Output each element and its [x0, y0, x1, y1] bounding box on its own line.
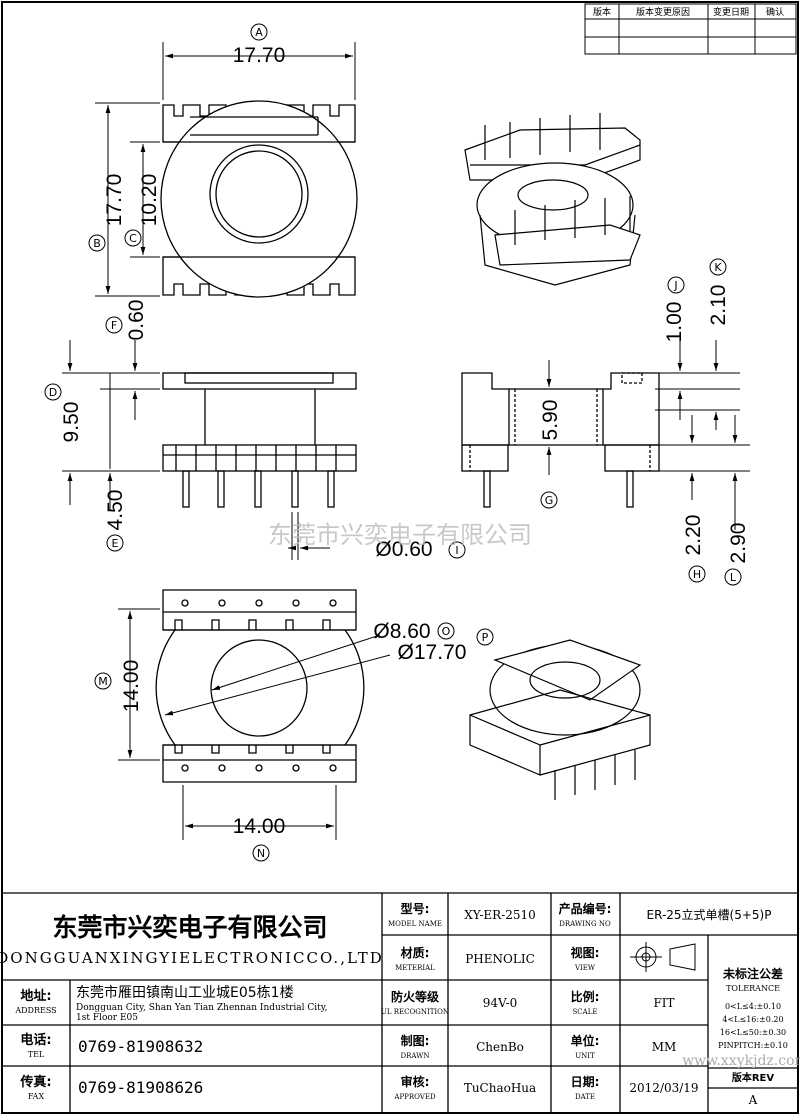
tolerance-row: PINPITCH:±0.10 [718, 1041, 788, 1050]
model-value: XY-ER-2510 [464, 908, 536, 922]
drawing-no-value: ER-25立式单槽(5+5)P [647, 907, 772, 922]
top-view [160, 100, 358, 298]
approved-label-cn: 审核: [401, 1074, 430, 1089]
tolerance-title-en: TOLERANCE [726, 984, 780, 993]
address-en-line1: Dongguan City, Shan Yan Tian Zhennan Ind… [76, 1003, 327, 1013]
dim-f-value: 0.60 [125, 300, 148, 341]
dim-m-value: 14.00 [120, 660, 143, 713]
scale-label-en: SCALE [573, 1008, 598, 1016]
date-label-cn: 日期: [571, 1074, 600, 1089]
marker-g: G [545, 494, 554, 507]
drawn-label-cn: 制图: [401, 1033, 430, 1048]
unit-value: MM [652, 1040, 677, 1054]
tolerance-row: 0<L≤4:±0.10 [725, 1002, 781, 1011]
rev-header-confirm: 确认 [766, 6, 784, 18]
tolerance-row: 4<L≤16:±0.20 [722, 1015, 783, 1024]
address-en-line2: 1st Floor E05 [76, 1013, 138, 1023]
isometric-view-2 [469, 639, 651, 800]
rev-header-version: 版本 [593, 6, 611, 18]
tolerance-row: 16<L≤50:±0.30 [720, 1028, 786, 1037]
dim-o-value: Ø8.60 [373, 620, 430, 643]
ul-value: 94V-0 [483, 996, 518, 1010]
rev-label: 版本REV [732, 1071, 775, 1084]
marker-l: L [730, 571, 737, 584]
isometric-view-1 [464, 113, 641, 286]
dim-n-value: 14.00 [233, 815, 286, 838]
marker-m: M [98, 675, 108, 688]
projection-symbol-icon [630, 942, 696, 972]
drawing-no-label-en: DRAWING NO [559, 920, 611, 928]
date-value: 2012/03/19 [629, 1081, 698, 1095]
dim-e-value: 4.50 [104, 490, 127, 531]
approved-value: TuChaoHua [464, 1081, 536, 1095]
site-watermark: www.xxykjdz.com [682, 1053, 800, 1069]
marker-b: B [93, 237, 101, 250]
marker-i: I [455, 544, 458, 557]
address-label-en: ADDRESS [14, 1006, 56, 1015]
rev-value: A [748, 1093, 758, 1107]
view-label-en: VIEW [574, 964, 596, 972]
company-watermark: 东莞市兴奕电子有限公司 [268, 521, 532, 549]
title-block [2, 892, 798, 1113]
unit-label-cn: 单位: [571, 1033, 600, 1048]
section-view [461, 372, 660, 508]
material-label-en: METERIAL [395, 964, 435, 972]
unit-label-en: UNIT [575, 1052, 595, 1060]
fax-label-cn: 传真: [19, 1074, 51, 1090]
marker-p: P [482, 631, 489, 644]
dim-j-value: 1.00 [663, 302, 686, 343]
material-label-cn: 材质: [400, 945, 430, 960]
marker-n: N [257, 847, 265, 860]
dim-l-value: 2.90 [727, 523, 750, 564]
fax-number: 0769-81908626 [78, 1078, 203, 1097]
company-name-cn: 东莞市兴奕电子有限公司 [52, 913, 327, 942]
dim-g-value: 5.90 [539, 400, 562, 441]
tolerance-title-cn: 未标注公差 [722, 966, 783, 981]
dim-a-value: 17.70 [233, 44, 286, 67]
drawn-label-en: DRAWN [401, 1052, 430, 1060]
marker-j: J [673, 279, 677, 292]
scale-label-cn: 比例: [571, 989, 600, 1004]
material-value: PHENOLIC [465, 952, 535, 966]
marker-e: E [112, 537, 119, 550]
marker-a: A [255, 26, 263, 39]
tel-label-cn: 电话: [20, 1032, 51, 1048]
approved-label-en: APPROVED [393, 1093, 436, 1101]
dim-k-value: 2.10 [707, 285, 730, 326]
drawing-no-label-cn: 产品编号: [559, 901, 612, 916]
drawn-value: ChenBo [476, 1040, 524, 1054]
dim-i-value: Ø0.60 [375, 538, 432, 561]
marker-h: H [693, 568, 701, 581]
marker-o: O [442, 625, 451, 638]
model-label-cn: 型号: [401, 901, 430, 916]
marker-c: C [129, 232, 137, 245]
dim-d-value: 9.50 [60, 402, 83, 443]
bottom-view [155, 589, 365, 783]
dim-p-value: Ø17.70 [398, 641, 467, 664]
model-label-en: MODEL NAME [388, 920, 442, 928]
marker-d: D [49, 386, 57, 399]
address-cn: 东莞市雁田镇南山工业城E05栋1楼 [76, 984, 294, 1001]
tel-label-en: TEL [28, 1050, 45, 1059]
dim-c-value: 10.20 [138, 174, 161, 227]
dim-b-value: 17.70 [103, 174, 126, 227]
date-label-en: DATE [575, 1093, 595, 1101]
scale-value: FIT [653, 996, 674, 1010]
address-label-cn: 地址: [20, 988, 51, 1004]
tel-number: 0769-81908632 [78, 1037, 203, 1056]
side-view [162, 372, 357, 508]
view-label-cn: 视图: [571, 945, 600, 960]
company-name-en: DONGGUANXINGYIELECTRONICCO.,LTD [0, 949, 384, 967]
ul-label-en: UL RECOGNITION [381, 1008, 449, 1016]
fax-label-en: FAX [28, 1092, 45, 1101]
dim-h-value: 2.20 [682, 515, 705, 556]
marker-k: K [714, 261, 722, 274]
marker-f: F [111, 319, 117, 332]
rev-header-reason: 版本变更原因 [636, 6, 690, 18]
ul-label-cn: 防火等级 [391, 989, 439, 1004]
revision-table [584, 3, 797, 55]
rev-header-date: 变更日期 [713, 6, 749, 18]
